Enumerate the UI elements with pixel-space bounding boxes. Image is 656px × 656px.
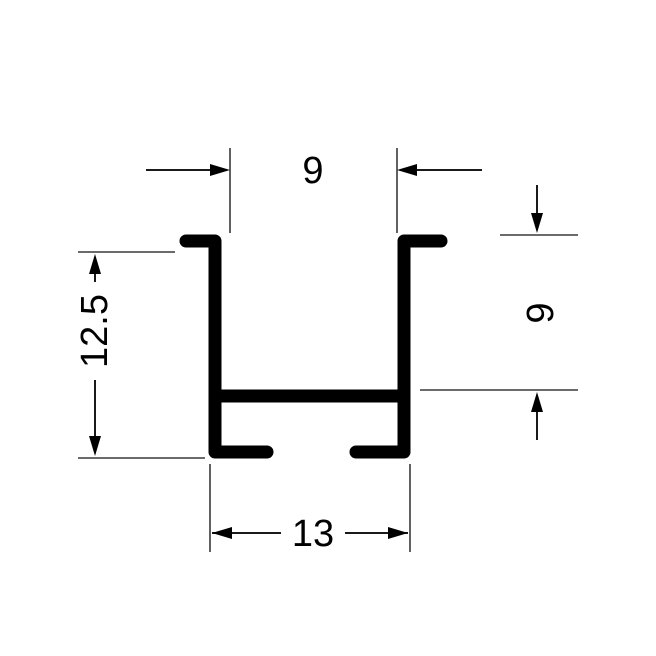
dim-label-left-height: 12.5: [74, 294, 116, 368]
arrowhead-up: [531, 392, 543, 412]
profile-left-wall: [179, 234, 274, 459]
arrowhead-right: [210, 164, 230, 176]
dim-label-top-width: 9: [302, 150, 323, 192]
dim-label-bottom-width: 13: [292, 513, 334, 555]
arrowhead-up: [89, 254, 101, 274]
arrowhead-down: [89, 436, 101, 456]
dim-right-height: 9: [420, 185, 578, 440]
arrowhead-right: [388, 527, 408, 539]
label-background: [281, 506, 345, 552]
dim-bottom-width: 13: [209, 464, 411, 555]
dim-label-right-height: 9: [520, 302, 562, 323]
dim-left-height: 12.5: [72, 251, 205, 459]
label-background: [72, 282, 116, 380]
dim-top-width: 9: [146, 148, 482, 233]
profile-shape: [179, 234, 448, 459]
arrowhead-down: [531, 213, 543, 233]
profile-right-wall: [349, 234, 448, 459]
arrowhead-left: [397, 164, 417, 176]
arrowhead-left: [212, 527, 232, 539]
